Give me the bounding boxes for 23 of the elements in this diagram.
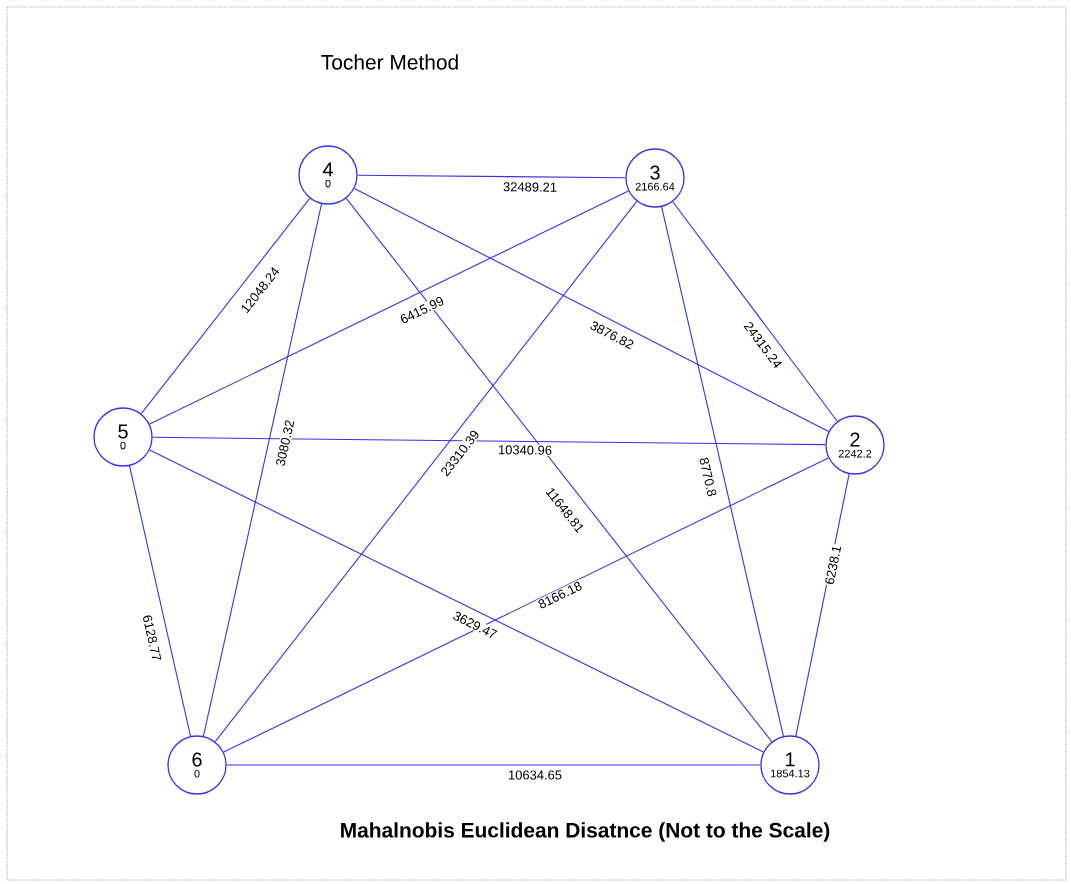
- connector-line: [140, 197, 311, 415]
- connector-line: [129, 465, 192, 737]
- connector-line: [353, 187, 830, 433]
- edge-label: 10634.65: [507, 769, 563, 781]
- connector-line: [357, 174, 626, 179]
- edge-label: 10340.96: [496, 444, 554, 456]
- connector-line: [214, 200, 638, 743]
- connector-line: [202, 203, 323, 737]
- connector-line: [345, 197, 773, 743]
- connector-line: [152, 436, 826, 446]
- edge-label: 6238.1: [823, 543, 843, 587]
- edge-label: 8770.8: [697, 455, 719, 499]
- connector-line: [672, 201, 838, 422]
- edge-label: 32489.21: [501, 181, 559, 193]
- connector-line: [149, 190, 629, 425]
- edge-label: 3080.32: [274, 417, 296, 469]
- caption: Mahalnobis Euclidean Disatnce (Not to the Scale): [341, 822, 830, 842]
- edge-label: 6128.77: [141, 612, 163, 664]
- connector-line: [223, 457, 829, 753]
- title: Tocher Method: [321, 54, 458, 70]
- connector-line: [226, 764, 761, 766]
- connector-line: [149, 449, 764, 753]
- connector-line: [661, 206, 784, 737]
